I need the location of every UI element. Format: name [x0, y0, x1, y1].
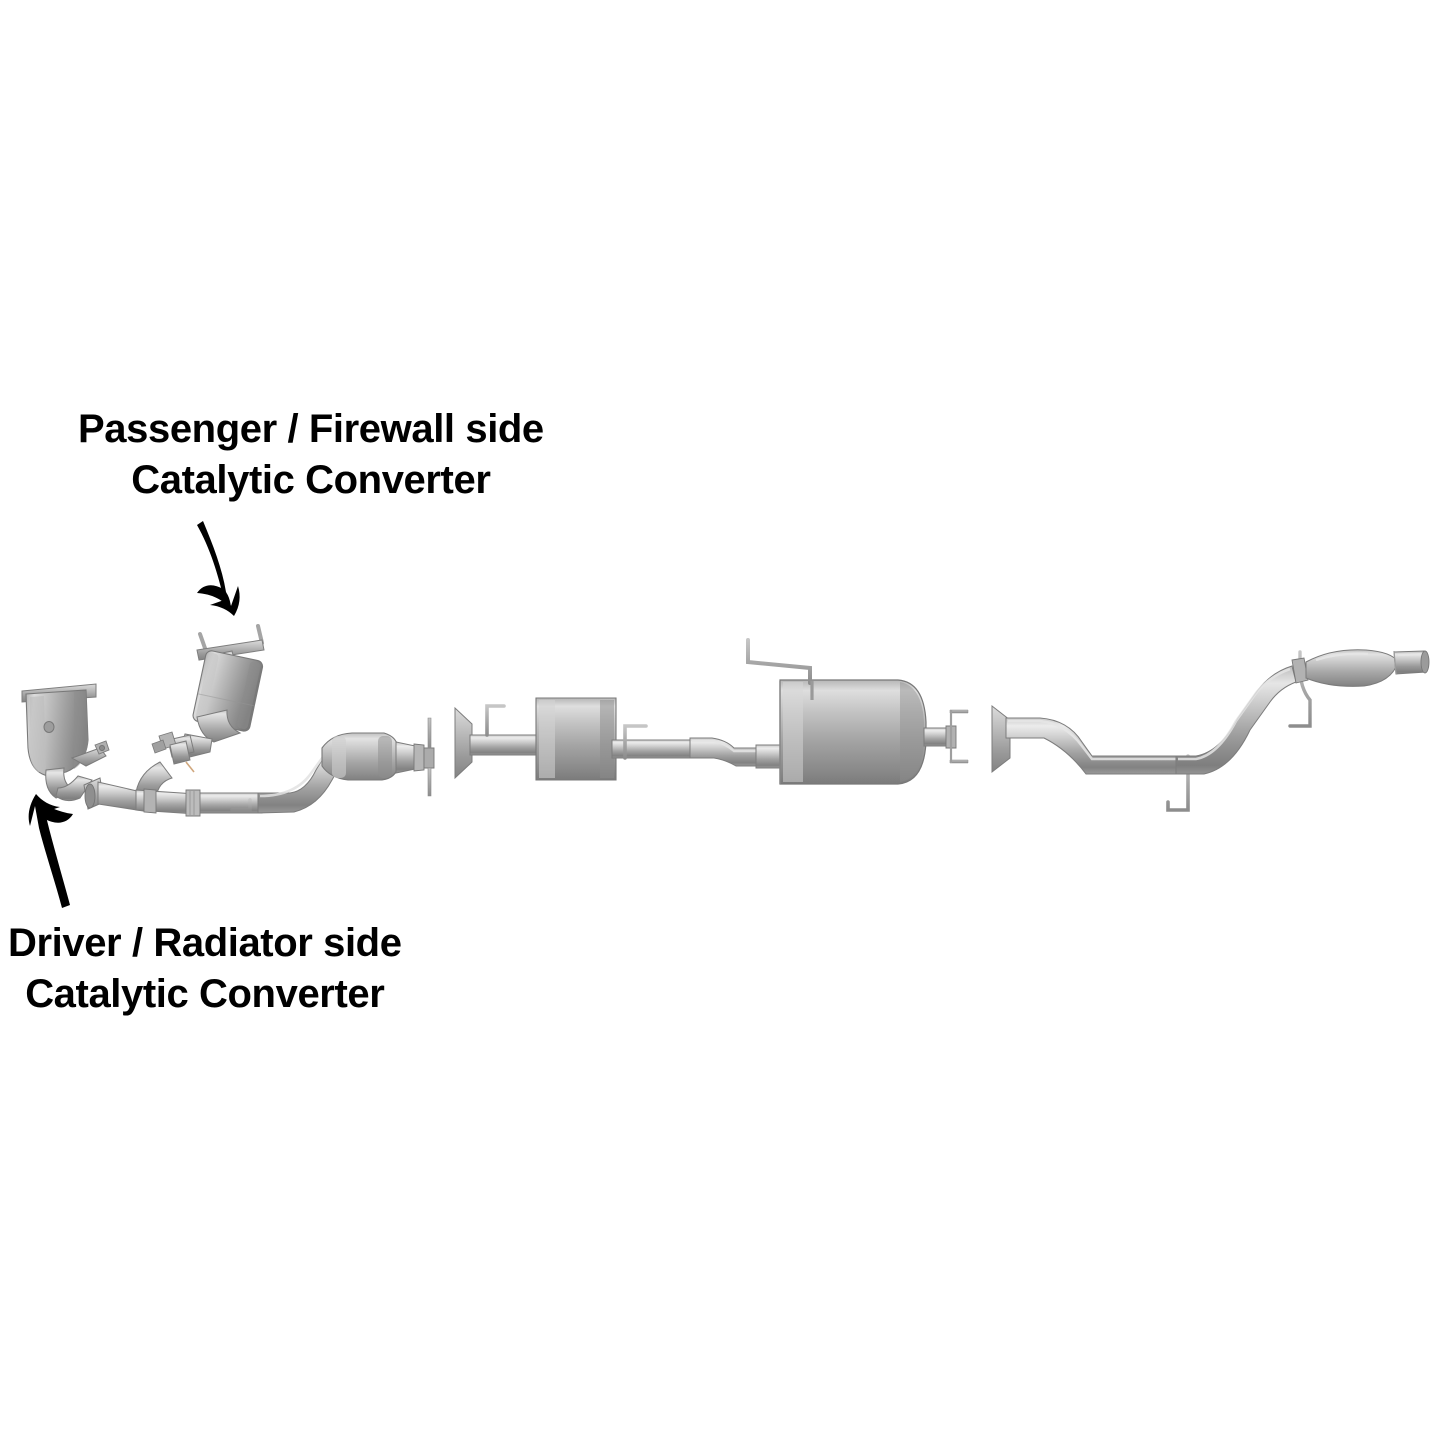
tailpipe — [991, 649, 1430, 812]
passenger-side-catalytic-converter — [151, 624, 265, 773]
third-catalytic-converter — [257, 717, 435, 814]
passenger-side-annotation-label: Passenger / Firewall side Catalytic Conv… — [78, 407, 544, 503]
muffler — [746, 638, 969, 785]
driver-side-catalytic-converter — [21, 683, 110, 802]
driver-side-annotation-label: Driver / Radiator side Catalytic Convert… — [8, 921, 402, 1017]
y-pipe — [83, 740, 263, 817]
arrow-up-icon — [28, 794, 73, 908]
arrow-down-icon — [197, 521, 240, 616]
resonator — [454, 697, 761, 781]
